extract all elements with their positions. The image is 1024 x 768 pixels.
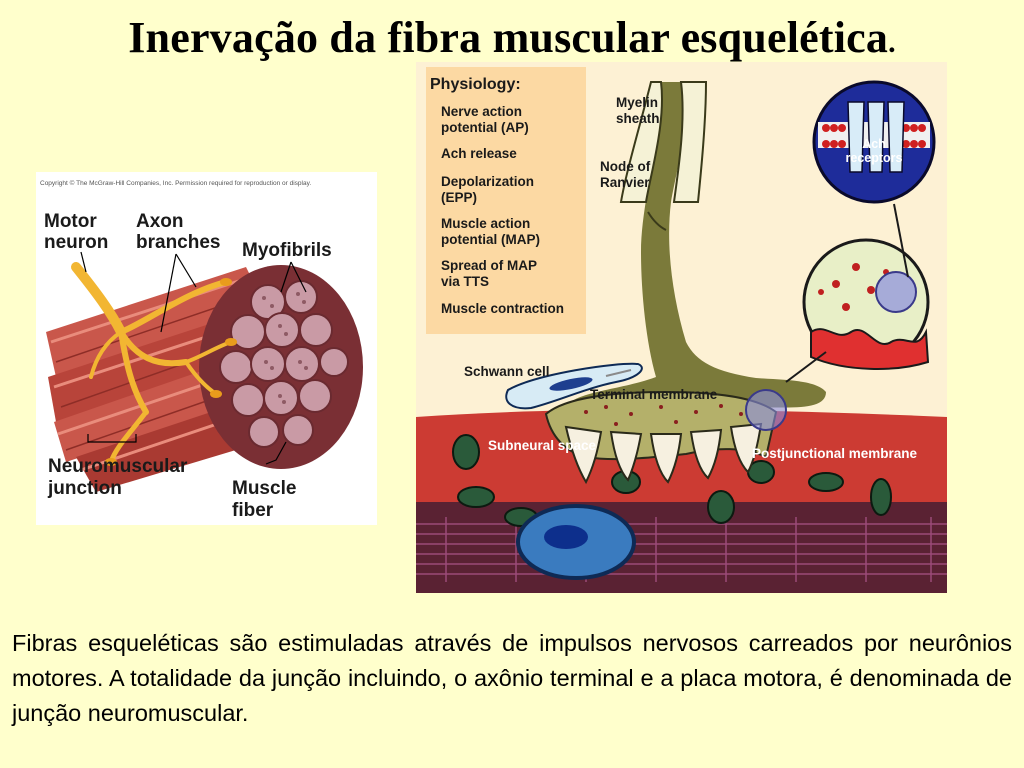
copyright-notice: Copyright © The McGraw-Hill Companies, I… (40, 179, 311, 187)
muscle-fiber-drawing: Copyright © The McGraw-Hill Companies, I… (40, 179, 363, 521)
physiology-step-6: Muscle contraction (441, 301, 564, 316)
slide-title-period: . (888, 26, 896, 59)
physiology-panel: Physiology: Nerve action potential (AP) … (426, 67, 586, 334)
label-postjunctional-membrane: Postjunctional membrane (752, 446, 918, 461)
label-myofibrils: Myofibrils (242, 240, 332, 261)
schwann-cell (505, 362, 643, 410)
slide-title-text: Inervação da fibra muscular esquelética (128, 13, 889, 62)
physiology-heading: Physiology: (430, 76, 521, 93)
nmj-endplates (105, 278, 237, 466)
label-ach-receptors-line2: receptors (846, 151, 903, 165)
myofibrils-cross-section (199, 265, 363, 469)
physiology-step-3-line2: (EPP) (441, 190, 477, 205)
leader-lines (80, 251, 307, 465)
neuromuscular-junction-diagram: Ach receptors Physiology: Nerve action p… (416, 62, 947, 593)
zoom-circle-vesicles (785, 238, 930, 383)
label-node-ranvier-line2: Ranvier (600, 175, 650, 190)
label-myelin-line2: sheath (616, 111, 660, 126)
zoom-circle-ach-receptors: Ach receptors (812, 80, 936, 278)
nmj-drawing: Ach receptors Physiology: Nerve action p… (416, 62, 947, 593)
muscle-nucleus (516, 504, 636, 580)
slide-title: Inervação da fibra muscular esquelética. (0, 12, 1024, 63)
label-muscle-fiber-line1: Muscle (232, 478, 296, 499)
axon (564, 81, 826, 417)
subneural-folds (544, 389, 787, 485)
physiology-step-5-line2: via TTS (441, 274, 489, 289)
label-ach-receptors-line1: Ach (862, 137, 886, 151)
physiology-step-2: Ach release (441, 146, 517, 161)
label-muscle-fiber-line2: fiber (232, 500, 274, 521)
muscle-fiber-illustration: Copyright © The McGraw-Hill Companies, I… (36, 172, 377, 525)
physiology-step-1-line2: potential (AP) (441, 120, 529, 135)
label-motor-neuron-line1: Motor (44, 211, 97, 232)
label-node-ranvier-line1: Node of (600, 159, 651, 174)
terminal-highlight-circle (745, 389, 787, 431)
label-terminal-membrane: Terminal membrane (590, 387, 718, 402)
label-motor-neuron-line2: neuron (44, 232, 108, 253)
label-axon-branches-line2: branches (136, 232, 220, 253)
physiology-step-4-line1: Muscle action (441, 216, 530, 231)
label-schwann-cell: Schwann cell (464, 364, 550, 379)
physiology-step-3-line1: Depolarization (441, 174, 534, 189)
label-axon-branches-line1: Axon (136, 211, 184, 232)
physiology-step-5-line1: Spread of MAP (441, 258, 537, 273)
label-subneural-space: Subneural space (488, 438, 597, 453)
label-myelin-line1: Myelin (616, 95, 658, 110)
physiology-step-4-line2: potential (MAP) (441, 232, 540, 247)
label-nmj-line1: Neuromuscular (48, 456, 188, 477)
physiology-step-1-line1: Nerve action (441, 104, 522, 119)
label-nmj-line2: junction (47, 478, 122, 499)
slide-caption: Fibras esqueléticas são estimuladas atra… (12, 630, 1012, 726)
